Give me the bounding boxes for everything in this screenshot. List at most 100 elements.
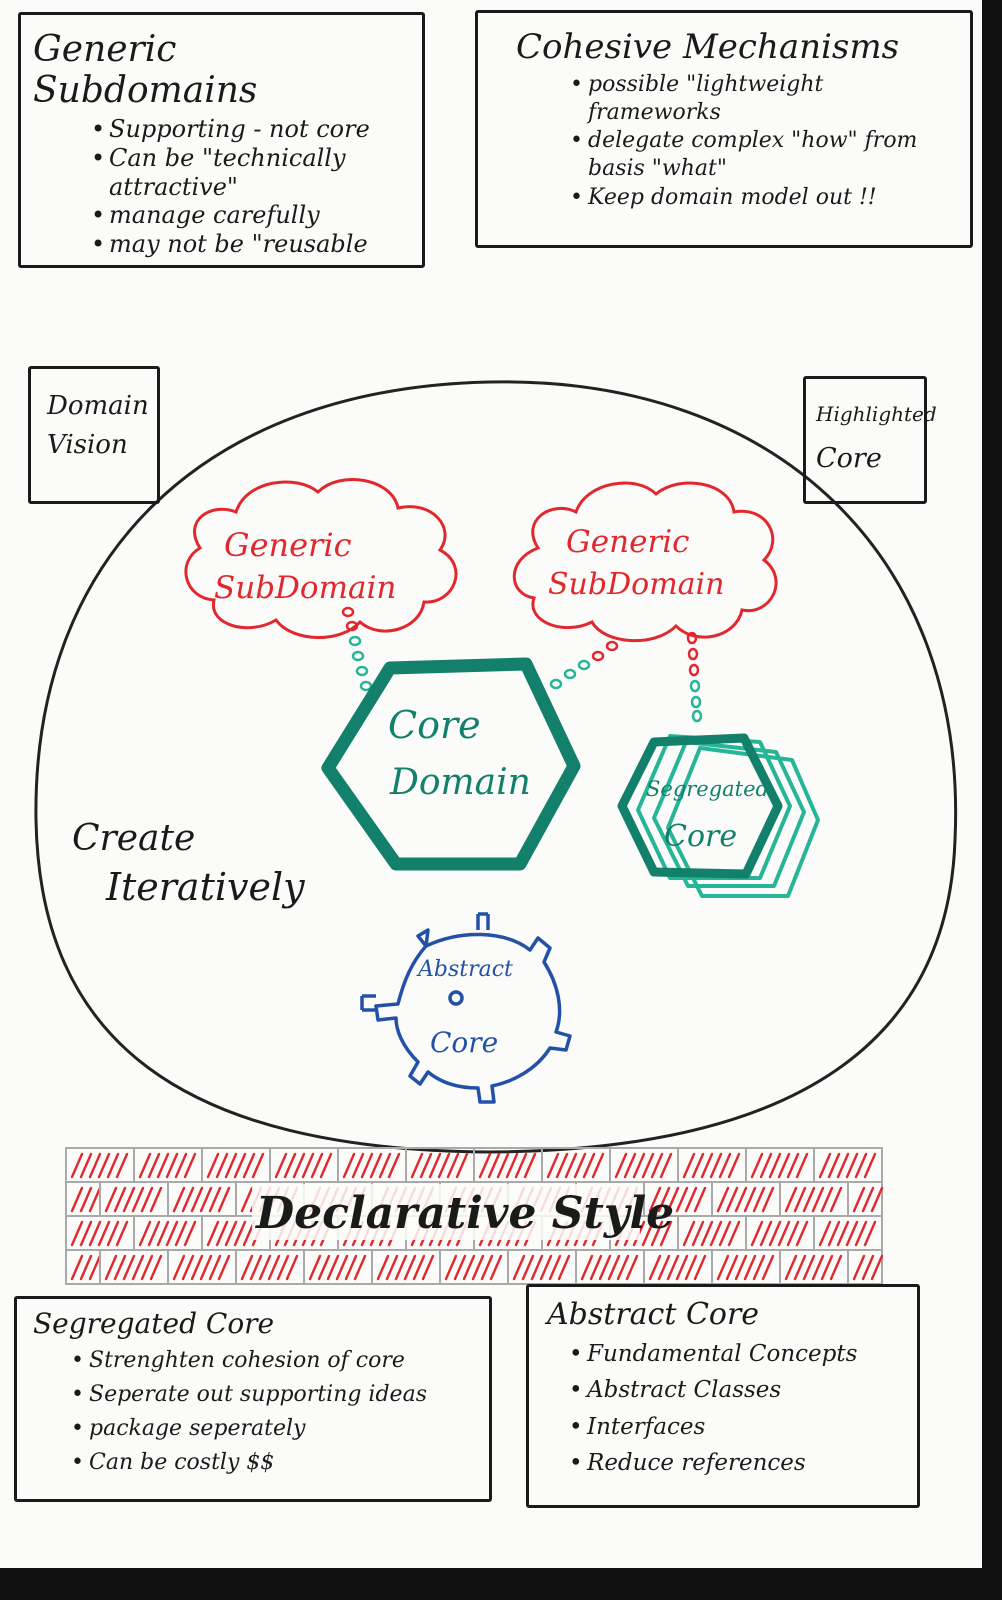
brick-hatch-stroke: [786, 1152, 800, 1179]
brick-hatch-stroke: [675, 1254, 689, 1281]
list-item: Seperate out supporting ideas: [67, 1378, 479, 1412]
brick-hatch-stroke: [104, 1254, 118, 1281]
brick-hatch-stroke: [496, 1152, 510, 1179]
brick-hatch-stroke: [79, 1152, 93, 1179]
brick-hatch-stroke: [79, 1220, 93, 1247]
brick-hatch-stroke: [274, 1152, 288, 1179]
list-item: Supporting - not core: [87, 115, 410, 144]
brick-hatch-stroke: [376, 1254, 390, 1281]
brick-hatch-stroke: [319, 1152, 333, 1179]
brick-hatch-stroke: [140, 1254, 154, 1281]
brick-hatch-stroke: [863, 1152, 877, 1179]
brick-hatch-stroke: [487, 1152, 501, 1179]
brick-hatch-stroke: [233, 1152, 247, 1179]
list-item: manage carefully: [87, 201, 410, 230]
brick-hatch-stroke: [580, 1254, 594, 1281]
brick-hatch-stroke: [317, 1254, 331, 1281]
brick-hatch-stroke: [666, 1186, 680, 1213]
brick-hatch-stroke: [251, 1152, 265, 1179]
brick-hatch-stroke: [79, 1186, 93, 1213]
brick-hatch-stroke: [625, 1254, 639, 1281]
brick-hatch-stroke: [829, 1254, 843, 1281]
brick-hatch-stroke: [156, 1152, 170, 1179]
brick-hatch-stroke: [369, 1152, 383, 1179]
declarative-style-wall: Declarative Style: [65, 1147, 884, 1285]
brick-hatch-stroke: [351, 1152, 365, 1179]
brick-hatch-stroke: [836, 1152, 850, 1179]
brick-hatch-stroke: [752, 1254, 766, 1281]
segregated-line2: Core: [664, 819, 737, 854]
list-item: Abstract Classes: [565, 1372, 907, 1409]
brick-hatch-stroke: [217, 1254, 231, 1281]
brick-hatch-stroke: [827, 1152, 841, 1179]
brick-hatch-stroke: [444, 1254, 458, 1281]
brick-hatch-stroke: [165, 1220, 179, 1247]
segregated-core-box: Segregated Core Strenghten cohesion of c…: [14, 1296, 492, 1502]
brick-hatch-stroke: [514, 1152, 528, 1179]
brick-hatch-stroke: [147, 1220, 161, 1247]
brick-hatch-stroke: [462, 1254, 476, 1281]
brick-hatch-stroke: [131, 1254, 145, 1281]
brick-hatch-stroke: [88, 1254, 102, 1281]
list-item: Reduce references: [565, 1445, 907, 1482]
brick-hatch-stroke: [614, 1152, 628, 1179]
brick-hatch-stroke: [113, 1254, 127, 1281]
brick-hatch-stroke: [88, 1220, 102, 1247]
brick-hatch-stroke: [138, 1152, 152, 1179]
list-item: Can be "technically attractive": [87, 144, 410, 202]
brick-hatch-stroke: [623, 1152, 637, 1179]
brick-hatch-stroke: [115, 1220, 129, 1247]
brick-hatch-stroke: [718, 1220, 732, 1247]
brick-hatch-stroke: [88, 1152, 102, 1179]
brick-hatch-stroke: [106, 1152, 120, 1179]
brick-hatch-stroke: [743, 1186, 757, 1213]
brick-hatch-stroke: [557, 1254, 571, 1281]
brick-hatch-stroke: [104, 1186, 118, 1213]
brick-hatch-stroke: [684, 1186, 698, 1213]
brick-hatch-stroke: [598, 1254, 612, 1281]
brick-hatch-stroke: [827, 1220, 841, 1247]
brick-hatch-stroke: [691, 1152, 705, 1179]
brick-hatch-stroke: [684, 1254, 698, 1281]
segregated-core-title: Segregated Core: [33, 1307, 275, 1340]
brick-hatch-stroke: [861, 1254, 875, 1281]
brick-hatch-stroke: [777, 1152, 791, 1179]
brick-hatch-stroke: [777, 1220, 791, 1247]
brick-hatch-stroke: [718, 1152, 732, 1179]
brick-hatch-stroke: [174, 1220, 188, 1247]
brick-hatch-stroke: [215, 1220, 229, 1247]
brick-hatch-stroke: [836, 1220, 850, 1247]
create-line2: Iteratively: [105, 865, 305, 909]
generic-subdomain-cloud-left: Generic SubDomain: [184, 478, 458, 639]
brick-hatch-stroke: [521, 1254, 535, 1281]
brick-hatch-stroke: [795, 1152, 809, 1179]
brick-hatch-stroke: [360, 1152, 374, 1179]
brick-hatch-stroke: [854, 1220, 868, 1247]
brick-hatch-stroke: [70, 1152, 84, 1179]
list-item: may not be "reusable: [87, 230, 410, 259]
create-line1: Create: [72, 818, 195, 859]
brick-hatch-stroke: [727, 1152, 741, 1179]
highlighted-core-line2: Core: [816, 443, 882, 474]
list-item: Can be costly $$: [67, 1446, 479, 1480]
brick-hatch-stroke: [326, 1254, 340, 1281]
abstract-line2: Core: [430, 1026, 498, 1059]
brick-hatch-stroke: [546, 1152, 560, 1179]
brick-hatch-stroke: [648, 1254, 662, 1281]
brick-hatch-stroke: [208, 1186, 222, 1213]
brick-hatch-stroke: [564, 1152, 578, 1179]
brick-hatch-stroke: [206, 1152, 220, 1179]
brick-hatch-stroke: [165, 1152, 179, 1179]
brick-hatch-stroke: [240, 1186, 254, 1213]
chain-link-center: [549, 640, 619, 690]
brick-hatch-stroke: [190, 1254, 204, 1281]
cloud-right-line1: Generic: [566, 524, 690, 560]
brick-hatch-stroke: [659, 1220, 673, 1247]
brick-hatch-stroke: [750, 1152, 764, 1179]
segregated-core-list: Strenghten cohesion of core Seperate out…: [67, 1344, 479, 1480]
brick-hatch-stroke: [768, 1220, 782, 1247]
brick-hatch-stroke: [666, 1254, 680, 1281]
brick-hatch-stroke: [784, 1186, 798, 1213]
brick-hatch-stroke: [818, 1220, 832, 1247]
brick-hatch-stroke: [750, 1220, 764, 1247]
